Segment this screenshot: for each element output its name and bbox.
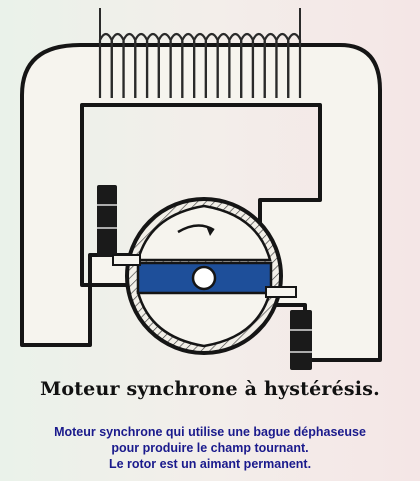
motor-diagram [20, 8, 382, 370]
rotor-shaft [191, 265, 217, 291]
caption-line-1: Moteur synchrone qui utilise une bague d… [54, 425, 366, 439]
caption: Moteur synchrone qui utilise une bague d… [0, 424, 420, 472]
shading-ring-left [97, 185, 117, 257]
shading-ring-right [290, 310, 312, 370]
caption-line-2: pour produire le champ tournant. [111, 441, 309, 455]
coil-winding [98, 8, 302, 98]
figure-title: Moteur synchrone à hystérésis. [40, 378, 380, 400]
rotor [125, 197, 283, 355]
curved-arrow-icon [177, 224, 215, 234]
caption-line-3: Le rotor est un aimant permanent. [108, 457, 312, 471]
stator-core [20, 43, 382, 362]
